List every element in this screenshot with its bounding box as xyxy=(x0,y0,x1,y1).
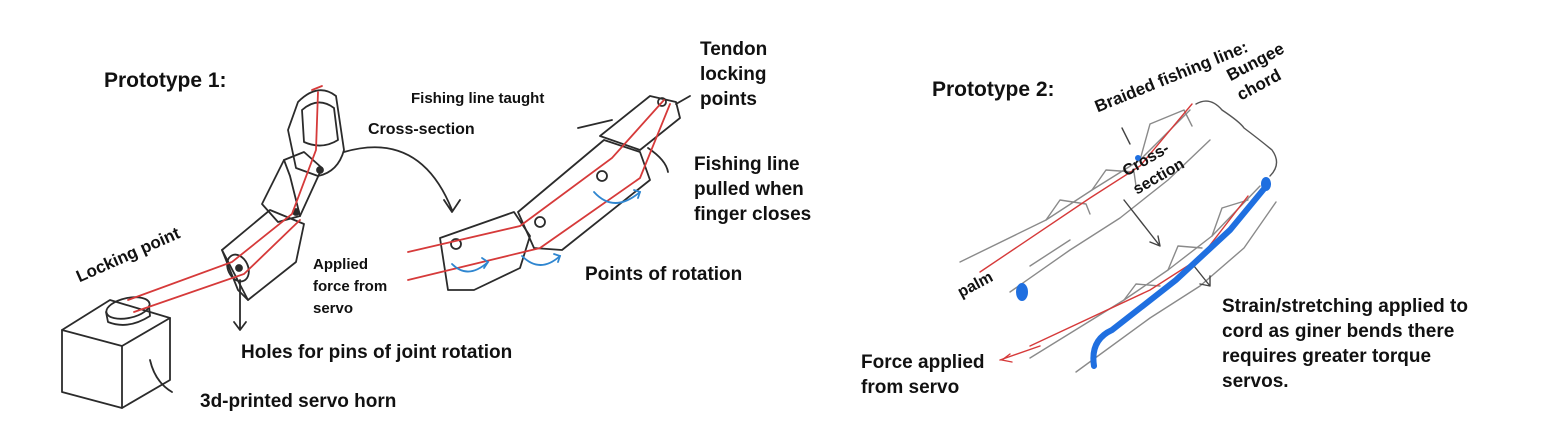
holes-for-pins-label: Holes for pins of joint rotation xyxy=(241,342,513,363)
fishing-line-taught-label: Fishing line taught xyxy=(411,90,545,107)
prototype1-tendon xyxy=(127,85,323,313)
prototype1-finger-drawing xyxy=(61,89,461,409)
prototype2-title: Prototype 2: xyxy=(932,78,1055,101)
prototype1-cross-section xyxy=(439,95,691,291)
prototype1-title: Prototype 1: xyxy=(104,69,227,92)
points-of-rotation-label: Points of rotation xyxy=(585,264,743,285)
fishing-line-pulled-label: Fishing line pulled when finger closes xyxy=(694,154,812,226)
tendon-locking-points-label: Tendon locking points xyxy=(700,39,768,111)
prototype1-rotation-arrows xyxy=(451,189,642,273)
distal-segment xyxy=(287,89,345,177)
prototype2-finger-drawing xyxy=(959,100,1278,373)
prototype1-cross-section-tendon xyxy=(407,99,671,281)
prototype2-bungee xyxy=(1016,155,1271,369)
cross-section-label: Cross-section xyxy=(368,121,475,138)
strain-note-label: Strain/stretching applied to cord as gin… xyxy=(1222,296,1468,393)
proximal-segment xyxy=(221,209,305,301)
applied-force-label: Applied force from servo xyxy=(313,256,388,317)
force-applied-label: Force applied from servo xyxy=(861,352,985,399)
prototype2-tendon xyxy=(979,103,1249,363)
servo-horn-label: 3d-printed servo horn xyxy=(200,391,397,412)
servo-box xyxy=(61,299,171,409)
